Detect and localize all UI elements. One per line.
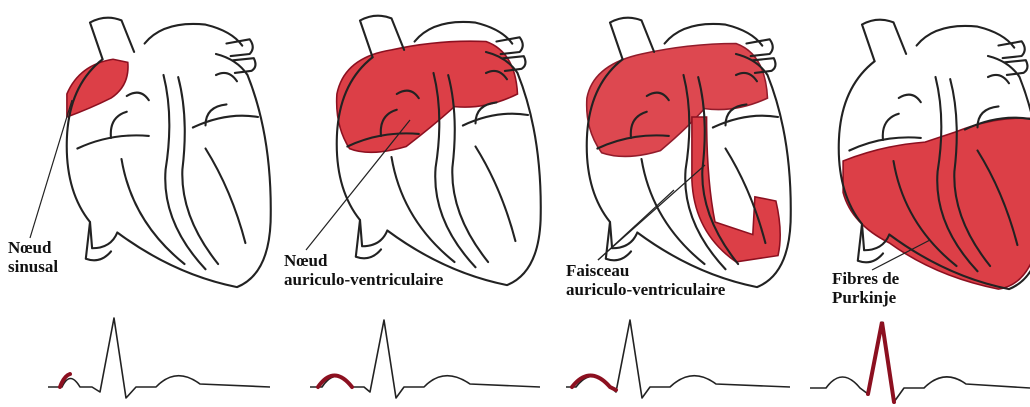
label-sinus-node-line-1: Nœud [8, 238, 58, 257]
ecg-highlight-pr-segment [572, 376, 616, 391]
label-purkinje-line-1: Fibres de [832, 269, 899, 288]
ecg-trace-3 [566, 320, 790, 398]
label-av-node-line-2: auriculo-ventriculaire [284, 270, 443, 289]
pointer-line-bundle-2 [598, 165, 705, 260]
label-sinus-node-line-2: sinusal [8, 257, 58, 276]
ecg-highlight-p-start [60, 374, 70, 387]
label-purkinje-line-2: Purkinje [832, 288, 899, 307]
label-bundle-line-1: Faisceau [566, 261, 725, 280]
pointer-line-sinus-node [30, 100, 72, 238]
activation-atria-partial [587, 44, 768, 157]
ecg-trace-2 [310, 320, 540, 398]
label-purkinje: Fibres de Purkinje [832, 269, 899, 307]
activation-atria [337, 41, 518, 152]
ecg-highlight-qrs [868, 322, 894, 402]
heart-stage-bundle [587, 18, 791, 287]
label-av-node: Nœud auriculo-ventriculaire [284, 251, 443, 289]
heart-stage-purkinje [839, 20, 1030, 289]
heart-stage-av-node [337, 16, 541, 285]
label-sinus-node: Nœud sinusal [8, 238, 58, 276]
heart-stage-sinus-node [67, 18, 271, 287]
label-bundle-line-2: auriculo-ventriculaire [566, 280, 725, 299]
label-av-node-line-1: Nœud [284, 251, 443, 270]
ecg-trace-4 [810, 322, 1030, 402]
activation-sinus-node [67, 59, 128, 117]
label-bundle: Faisceau auriculo-ventriculaire [566, 261, 725, 299]
ecg-trace-1 [48, 318, 270, 398]
